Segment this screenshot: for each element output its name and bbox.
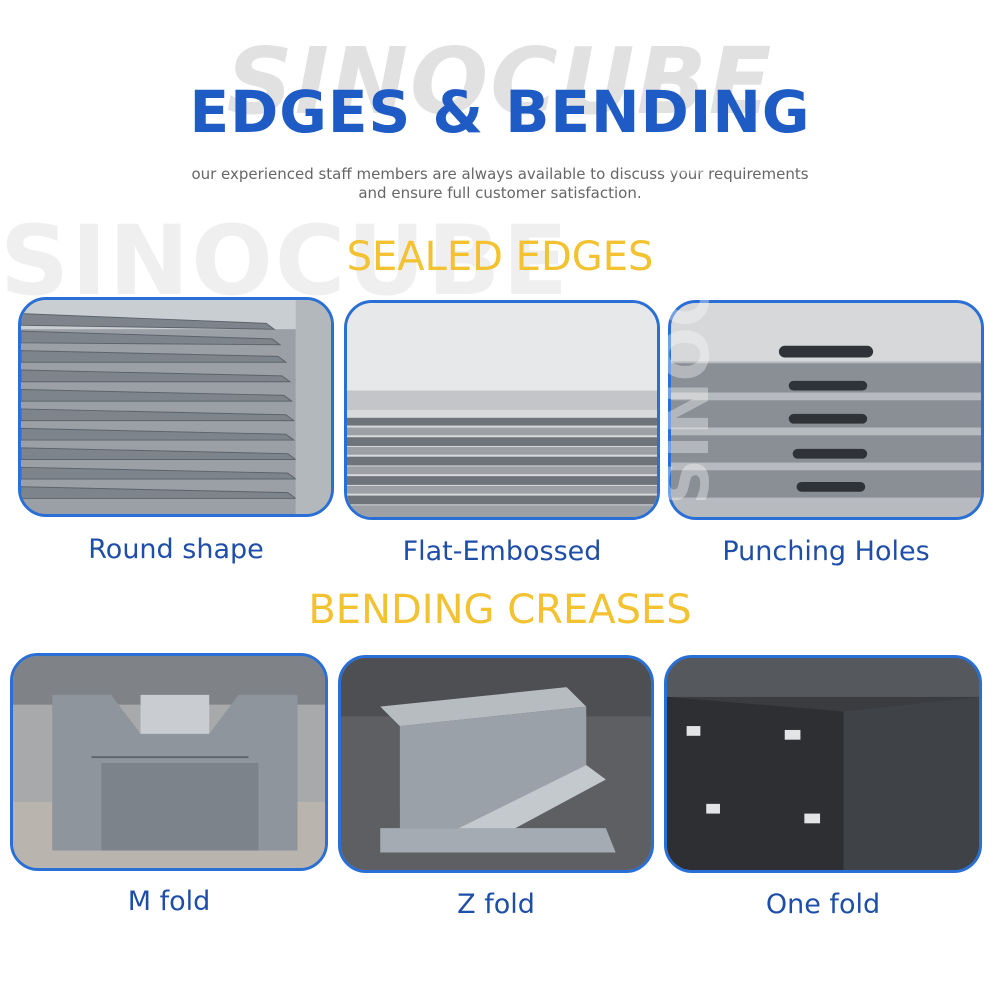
punching-holes-label: Punching Holes <box>722 536 930 567</box>
flat-embossed-label: Flat-Embossed <box>402 536 602 567</box>
sealed-edges-heading: SEALED EDGES <box>346 234 654 280</box>
page-subtitle: our experienced staff members are always… <box>0 165 1000 203</box>
brand-watermark-top: SINOCUBE <box>226 28 774 135</box>
bending-creases-heading: BENDING CREASES <box>308 587 692 633</box>
z-fold-photo <box>338 655 654 873</box>
subtitle-line-1: our experienced staff members are always… <box>191 165 809 183</box>
one-fold-photo <box>664 655 982 873</box>
round-shape-label: Round shape <box>88 534 264 565</box>
page-title: EDGES & BENDING <box>189 78 811 146</box>
round-shape-photo <box>18 297 334 517</box>
punching-holes-photo <box>668 300 984 520</box>
subtitle-line-2: and ensure full customer satisfaction. <box>358 184 642 202</box>
one-fold-label: One fold <box>765 889 881 920</box>
brand-watermark-mid: SINOCUBE <box>650 135 724 505</box>
m-fold-photo <box>10 653 328 871</box>
flat-embossed-photo <box>344 300 660 520</box>
z-fold-label: Z fold <box>457 889 535 920</box>
m-fold-label: M fold <box>127 886 211 917</box>
